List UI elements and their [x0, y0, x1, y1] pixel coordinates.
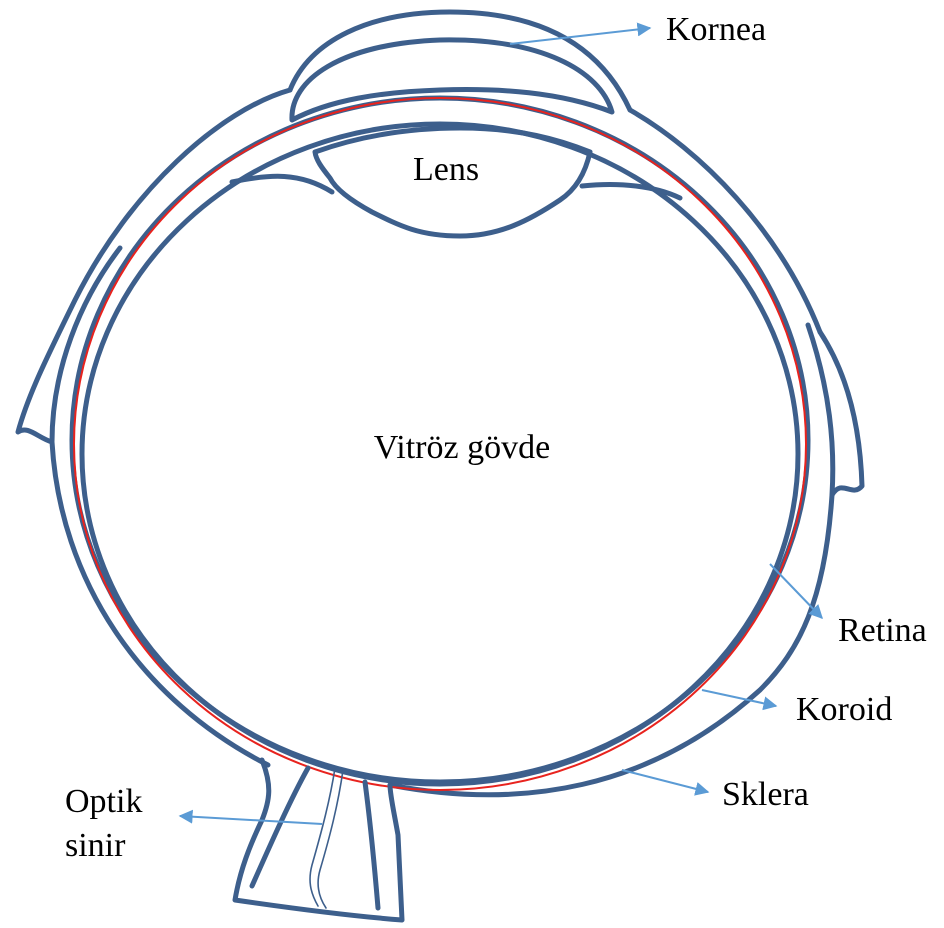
cornea-inner	[292, 40, 612, 120]
label-kornea: Kornea	[666, 11, 766, 48]
label-sklera: Sklera	[722, 776, 809, 813]
label-koroid: Koroid	[796, 691, 892, 728]
arrow-optik-sinir	[180, 816, 322, 824]
label-retina: Retina	[838, 612, 927, 649]
label-optik: Optik	[65, 783, 142, 820]
label-sinir: sinir	[65, 827, 126, 864]
lens-ciliary-left	[232, 176, 332, 192]
optic-nerve-center-line-a	[310, 768, 335, 906]
sclera-outer-outline	[18, 90, 290, 765]
label-vitroz-govde: Vitröz gövde	[374, 429, 550, 466]
arrow-koroid	[702, 690, 776, 706]
arrow-retina	[770, 564, 822, 618]
arrow-kornea	[510, 28, 650, 44]
optic-nerve-inner-right	[365, 782, 378, 908]
arrow-sklera	[622, 770, 708, 792]
label-lens: Lens	[413, 151, 479, 188]
